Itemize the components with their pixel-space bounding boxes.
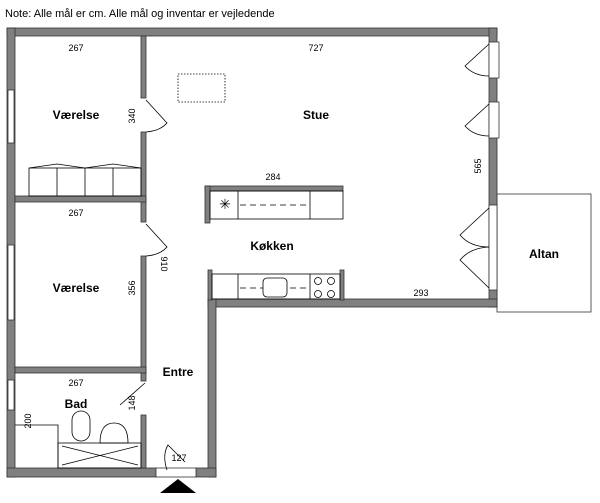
room-label-bathroom: Bad bbox=[65, 397, 88, 411]
door-swings bbox=[119, 43, 490, 471]
wardrobe bbox=[28, 163, 142, 197]
dimension-entry-door: 127 bbox=[171, 453, 186, 463]
room-label-balcony: Altan bbox=[529, 247, 559, 261]
dimension-living-width: 727 bbox=[308, 43, 323, 53]
room-label-kitchen: Køkken bbox=[250, 239, 293, 253]
room-label-bedroom-1: Værelse bbox=[53, 108, 100, 122]
ceiling-light-outline bbox=[177, 73, 226, 103]
dimension-bath-width: 267 bbox=[68, 378, 83, 388]
dimension-bedroom1-height: 340 bbox=[127, 108, 137, 123]
dimension-bath-door: 148 bbox=[127, 395, 137, 410]
dimension-kitchen-counter: 293 bbox=[413, 288, 428, 298]
cooktop-fan-icon: ✳ bbox=[219, 196, 231, 212]
dimension-bath-height: 200 bbox=[23, 413, 33, 428]
dimension-hall-length: 910 bbox=[159, 256, 169, 271]
kitchen-island bbox=[209, 190, 344, 220]
bathroom-fixtures bbox=[15, 410, 142, 469]
sink-icon bbox=[262, 277, 288, 298]
dimension-island: 284 bbox=[265, 172, 280, 182]
balcony-area bbox=[496, 193, 592, 313]
inner-walls bbox=[14, 35, 345, 469]
room-label-living: Stue bbox=[303, 108, 329, 122]
entrance-arrow-icon bbox=[160, 479, 196, 493]
dimension-bedroom2-height: 356 bbox=[127, 280, 137, 295]
plan-note: Note: Alle mål er cm. Alle mål og invent… bbox=[5, 8, 275, 20]
dimension-bedroom2-width: 267 bbox=[68, 208, 83, 218]
windows bbox=[7, 41, 500, 478]
room-label-entrance: Entre bbox=[163, 365, 194, 379]
room-label-bedroom-2: Værelse bbox=[53, 281, 100, 295]
dimension-living-height: 565 bbox=[473, 158, 483, 173]
stove-icon bbox=[314, 277, 335, 298]
dimension-bedroom1-width: 267 bbox=[68, 43, 83, 53]
